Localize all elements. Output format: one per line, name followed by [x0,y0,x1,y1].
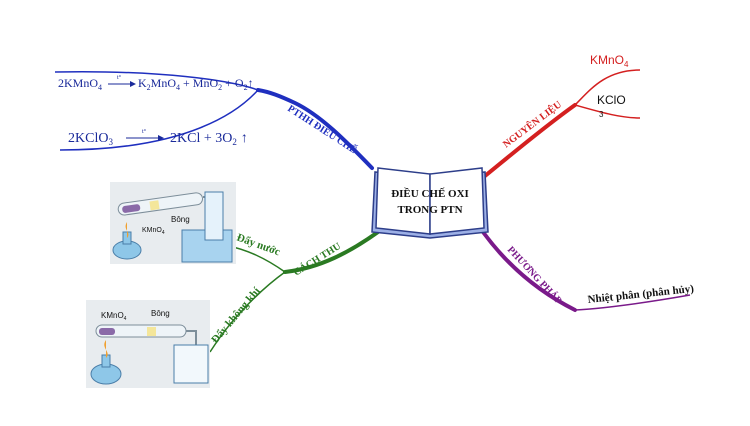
eq1-p3: + MnO [180,76,218,90]
branch-cach-thu [283,230,380,274]
eq2-p1-sub: 2 [232,137,237,147]
item-kmno4: KMnO4 [590,53,629,69]
apparatus2-label-bong: Bông [151,309,170,318]
item-kclo3-text: KClO [597,93,626,107]
sub-branch-day-kk [209,271,286,353]
eq1-p4: + O [222,76,244,90]
sub-branch-eq2 [59,89,259,151]
svg-text:2KClO3: 2KClO3 [68,131,113,147]
sub-branch-kclo3 [574,104,641,119]
svg-text:K2MnO4 + MnO2 + O2↑: K2MnO4 + MnO2 + O2↑ [138,76,254,92]
item-kclo3-sub: 3 [599,110,604,119]
eq2-p1: 2KCl + 3O [170,131,232,146]
eq1-lhs: 2KMnO [58,76,98,90]
item-kclo3: KClO [597,93,626,107]
equation-1: 2KMnO4 t° K2MnO4 + MnO2 + O2↑ [58,74,254,92]
item-day-nuoc: Đẩy nước [235,232,282,259]
eq1-arrowhead [130,81,136,87]
center-title-line1: ĐIỀU CHẾ OXI [391,187,469,200]
item-kmno4-text: KMnO [590,53,624,67]
apparatus1-label-kmno4: KMnO4 [142,227,165,236]
item-day-khong-khi: Đẩy không khí [209,285,263,346]
apparatus1-label-kmno4-text: KMnO [142,227,162,234]
apparatus-air-displacement-image: KMnO4 Bông [86,300,210,388]
label-phuong-phap: PHƯƠNG PHÁP [505,244,564,307]
center-title-line2: TRONG PTN [397,204,462,216]
eq1-lhs-sub: 4 [98,83,102,92]
apparatus1-label-kmno4-sub: 4 [162,230,165,236]
item-kmno4-sub: 4 [624,60,629,69]
eq2-lhs: 2KClO [68,131,108,146]
sub-branch-eq1 [54,71,259,91]
center-book-icon: ĐIỀU CHẾ OXI TRONG PTN [371,167,489,239]
svg-text:2KCl + 3O2↑: 2KCl + 3O2 ↑ [170,131,248,147]
eq1-up-arrow: ↑ [248,76,254,90]
eq2-up-arrow: ↑ [241,131,248,146]
label-pthh: PTHH ĐIỀU CHẾ [285,102,359,157]
svg-text:2KMnO4: 2KMnO4 [58,76,102,92]
eq1-p1: K [138,76,147,90]
eq1-p1-sub: 2 [147,83,151,92]
eq2-arrowhead [158,135,164,141]
sub-branch-nhiet-phan [574,294,691,311]
eq1-cond: t° [117,74,122,81]
sub-branch-kmno4 [574,69,641,106]
apparatus1-label-bong: Bông [171,215,190,224]
label-nguyen-lieu: NGUYÊN LIỆU [500,98,564,151]
branch-phuong-phap [481,230,577,312]
equation-2: 2KClO3 t° 2KCl + 3O2 ↑ [68,128,248,147]
apparatus2-label-kmno4-text: KMnO [101,311,124,320]
apparatus-water-displacement-image: Bông KMnO4 [110,182,236,264]
eq2-lhs-sub: 3 [108,137,113,147]
eq1-p2: MnO [151,76,177,90]
eq1-p4-sub: 2 [244,83,248,92]
branch-pthh [256,88,374,170]
branch-nguyen-lieu [478,103,577,182]
eq1-p2-sub: 4 [176,83,180,92]
apparatus2-label-kmno4: KMnO4 [101,311,127,322]
eq1-p3-sub: 2 [218,83,222,92]
eq2-cond: t° [142,128,147,135]
apparatus2-label-kmno4-sub: 4 [124,316,127,322]
